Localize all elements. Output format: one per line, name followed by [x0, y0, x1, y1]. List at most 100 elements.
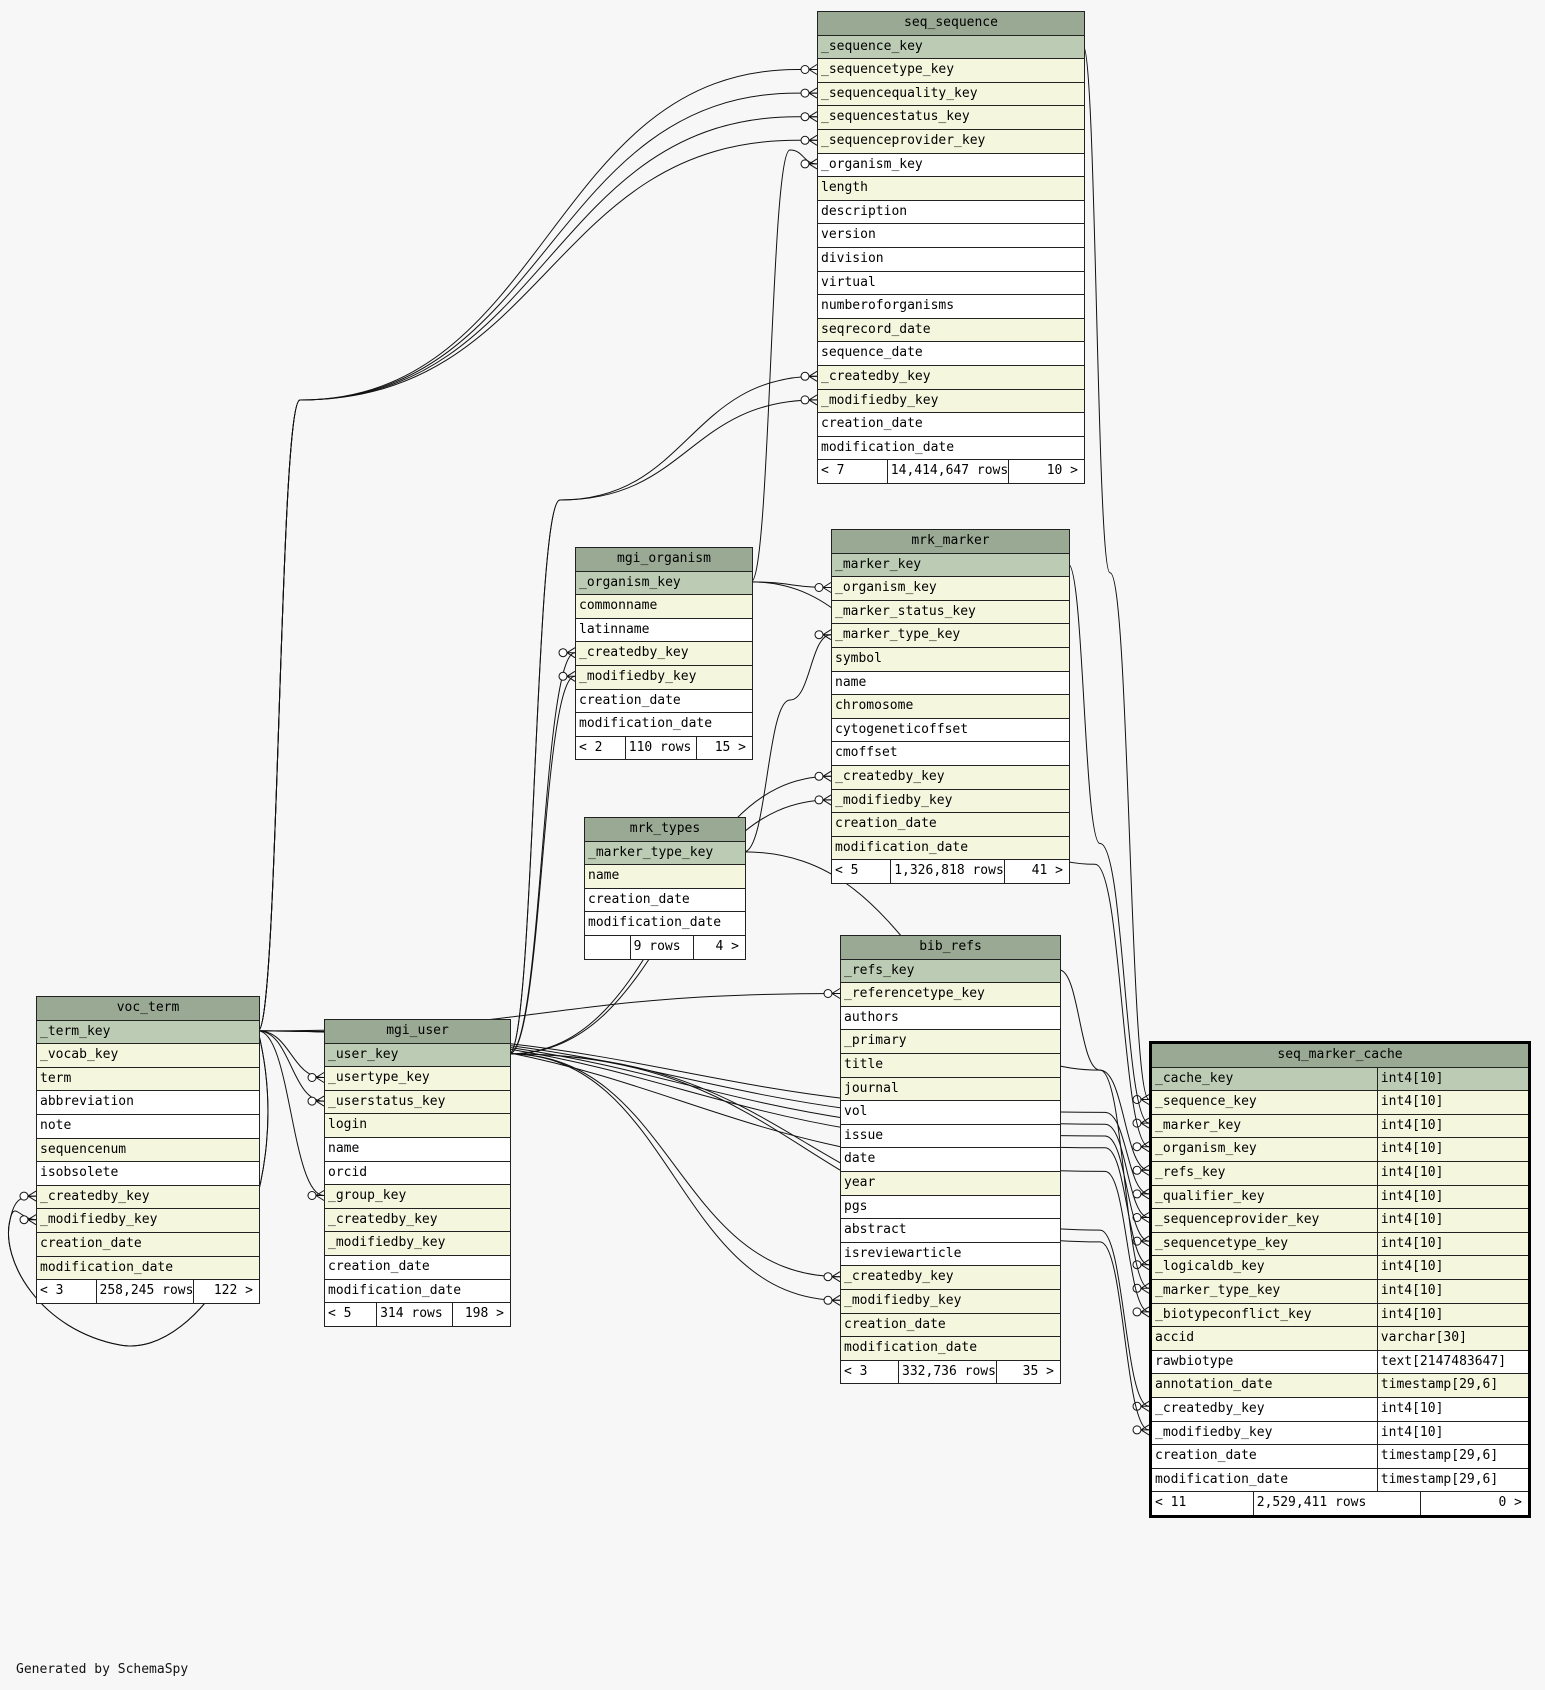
column-row[interactable]: note — [37, 1114, 259, 1139]
column-row[interactable]: _marker_key — [832, 553, 1069, 578]
column-row[interactable]: name — [585, 865, 745, 889]
column-row[interactable]: virtual — [818, 271, 1084, 296]
column-row[interactable]: chromosome — [832, 695, 1069, 719]
column-row[interactable]: creation_date — [841, 1313, 1060, 1338]
column-row[interactable]: _sequencequality_key — [818, 82, 1084, 107]
children-count[interactable]: 10 > — [1046, 463, 1078, 479]
table-title[interactable]: voc_term — [37, 997, 259, 1021]
table-title[interactable]: mgi_organism — [576, 548, 752, 572]
column-row[interactable]: issue — [841, 1124, 1060, 1149]
column-row[interactable]: _vocab_key — [37, 1044, 259, 1068]
column-row[interactable]: modification_date — [832, 836, 1069, 861]
column-row[interactable]: _marker_status_key — [832, 600, 1069, 625]
column-row[interactable]: sequence_date — [818, 342, 1084, 366]
column-row[interactable]: orcid — [325, 1161, 510, 1186]
column-row[interactable]: term — [37, 1067, 259, 1092]
column-row[interactable]: _sequence_key — [818, 35, 1084, 60]
column-row[interactable]: _userstatus_key — [325, 1090, 510, 1115]
column-row[interactable]: modification_date — [841, 1337, 1060, 1361]
column-row[interactable]: cmoffset — [832, 742, 1069, 766]
table-title[interactable]: mgi_user — [325, 1020, 510, 1044]
column-row[interactable]: _term_key — [37, 1020, 259, 1045]
column-row[interactable]: name — [832, 671, 1069, 696]
column-row[interactable]: cytogeneticoffset — [832, 718, 1069, 743]
column-row[interactable]: isobsolete — [37, 1162, 259, 1186]
column-row[interactable]: _sequencestatus_key — [818, 106, 1084, 130]
column-row[interactable]: creation_date — [576, 689, 752, 714]
table-mgi-user[interactable]: mgi_user_user_key_usertype_key_userstatu… — [324, 1019, 511, 1327]
children-count[interactable]: 122 > — [213, 1283, 253, 1299]
column-row[interactable]: _modifiedby_key — [818, 389, 1084, 414]
column-row[interactable]: latinname — [576, 618, 752, 643]
column-row[interactable]: _modifiedby_key — [325, 1232, 510, 1256]
column-row[interactable]: _user_key — [325, 1043, 510, 1068]
parents-count[interactable]: < 3 — [37, 1280, 97, 1303]
column-row[interactable]: _organism_key — [818, 153, 1084, 178]
column-row[interactable]: _primary — [841, 1030, 1060, 1054]
column-row[interactable]: _marker_type_key — [585, 841, 745, 866]
column-row[interactable]: abbreviation — [37, 1091, 259, 1115]
parents-count[interactable]: < 11 — [1152, 1492, 1254, 1515]
column-row[interactable]: _createdby_key — [841, 1266, 1060, 1290]
table-title[interactable]: mrk_types — [585, 818, 745, 842]
column-row[interactable]: _modifiedby_key — [576, 665, 752, 690]
column-row[interactable]: modification_date — [576, 713, 752, 737]
column-row[interactable]: modification_date — [325, 1279, 510, 1304]
column-row[interactable]: _createdby_key — [576, 642, 752, 666]
column-row[interactable]: _group_key — [325, 1185, 510, 1209]
column-row[interactable]: _createdby_key — [832, 765, 1069, 790]
table-title[interactable]: seq_marker_cache — [1152, 1044, 1528, 1068]
column-row[interactable]: description — [818, 200, 1084, 225]
column-row[interactable]: _usertype_key — [325, 1067, 510, 1091]
table-seq-sequence[interactable]: seq_sequence_sequence_key_sequencetype_k… — [817, 11, 1085, 484]
table-title[interactable]: seq_sequence — [818, 12, 1084, 36]
column-row[interactable]: creation_date — [585, 888, 745, 913]
column-row[interactable]: _createdby_key — [37, 1185, 259, 1210]
children-count[interactable]: 198 > — [464, 1306, 504, 1322]
column-row[interactable]: length — [818, 177, 1084, 201]
table-mrk-marker[interactable]: mrk_marker_marker_key_organism_key_marke… — [831, 529, 1070, 884]
column-row[interactable]: division — [818, 247, 1084, 272]
column-row[interactable]: creation_date — [818, 413, 1084, 437]
children-count[interactable]: 0 > — [1498, 1495, 1522, 1511]
parents-count[interactable]: < 5 — [325, 1303, 378, 1326]
table-title[interactable]: bib_refs — [841, 936, 1060, 960]
column-row[interactable]: journal — [841, 1077, 1060, 1102]
column-row[interactable]: login — [325, 1114, 510, 1138]
column-row[interactable]: title — [841, 1053, 1060, 1078]
parents-count[interactable] — [585, 935, 631, 959]
column-row[interactable]: creation_date — [37, 1232, 259, 1257]
children-count[interactable]: 35 > — [1022, 1363, 1054, 1379]
column-row[interactable]: pgs — [841, 1195, 1060, 1220]
column-row[interactable]: commonname — [576, 595, 752, 619]
column-row[interactable]: vol — [841, 1101, 1060, 1125]
column-row[interactable]: _modifiedby_key — [37, 1209, 259, 1233]
parents-count[interactable]: < 7 — [818, 460, 888, 483]
children-count[interactable]: 15 > — [714, 739, 746, 755]
column-row[interactable]: _refs_key — [841, 959, 1060, 984]
column-row[interactable]: date — [841, 1148, 1060, 1172]
column-row[interactable]: _createdby_key — [818, 365, 1084, 390]
column-row[interactable]: sequencenum — [37, 1138, 259, 1163]
column-row[interactable]: _modifiedby_key — [841, 1289, 1060, 1314]
column-row[interactable]: symbol — [832, 647, 1069, 672]
column-row[interactable]: year — [841, 1171, 1060, 1196]
